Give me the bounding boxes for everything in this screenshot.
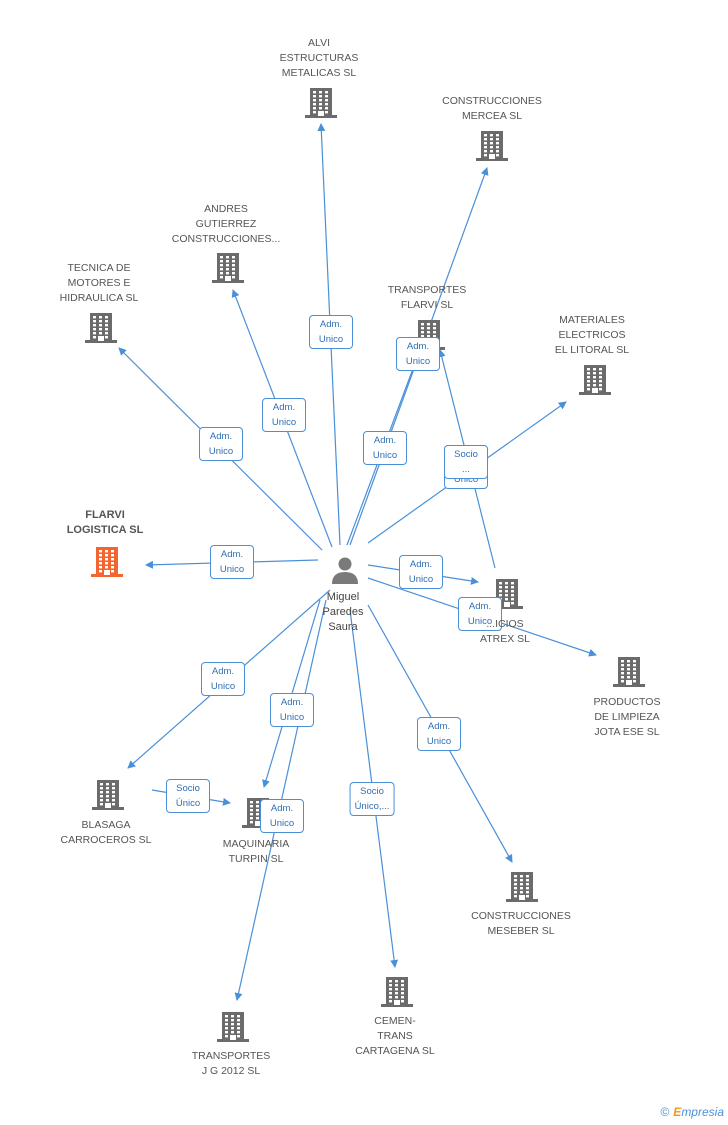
edge-label-mercea[interactable]: Adm. Unico: [396, 337, 440, 371]
copyright-symbol: ©: [660, 1105, 670, 1119]
building-icon[interactable]: [476, 131, 508, 161]
company-label-flarvi_t[interactable]: TRANSPORTES FLARVI SL: [387, 284, 467, 311]
edge-label-blasaga[interactable]: Adm. Unico: [201, 662, 245, 696]
brand-initial: E: [673, 1105, 682, 1119]
company-label-jota[interactable]: PRODUCTOS DE LIMPIEZA JOTA ESE SL: [593, 696, 661, 738]
edge-label-alvi[interactable]: Adm. Unico: [309, 315, 353, 349]
company-label-cementrans[interactable]: CEMEN- TRANS CARTAGENA SL: [355, 1015, 435, 1057]
company-label-tecnica[interactable]: TECNICA DE MOTORES E HIDRAULICA SL: [59, 262, 139, 304]
company-label-mercea[interactable]: CONSTRUCCIONES MERCEA SL: [442, 95, 542, 122]
edge-label-tecnica[interactable]: Adm. Unico: [199, 427, 243, 461]
edge-label-cementrans[interactable]: Socio Único,...: [349, 782, 395, 816]
edge-label-atrex[interactable]: Adm. Unico: [399, 555, 443, 589]
building-icon[interactable]: [212, 253, 244, 283]
company-label-flarvi_l[interactable]: FLARVI LOGISTICA SL: [66, 509, 144, 536]
building-icon[interactable]: [305, 88, 337, 118]
edge-label-meseber[interactable]: Adm. Unico: [417, 717, 461, 751]
company-label-meseber[interactable]: CONSTRUCCIONES MESEBER SL: [471, 910, 571, 937]
building-icon[interactable]: [217, 1012, 249, 1042]
company-label-blasaga[interactable]: BLASAGA CARROCEROS SL: [60, 819, 152, 846]
company-label-materiales[interactable]: MATERIALES ELECTRICOS EL LITORAL SL: [554, 314, 630, 356]
brand-name: mpresia: [681, 1105, 724, 1119]
edge-label-turpin[interactable]: Socio Único: [166, 779, 210, 813]
company-label-alvi[interactable]: ALVI ESTRUCTURAS METALICAS SL: [279, 37, 359, 79]
edge-label-turpin[interactable]: Adm. Unico: [270, 693, 314, 727]
building-icon[interactable]: [506, 872, 538, 902]
edge-label-atrex[interactable]: Socio ...: [444, 445, 488, 479]
edge-label-andres[interactable]: Adm. Unico: [262, 398, 306, 432]
building-icon[interactable]: [381, 977, 413, 1007]
edge-label-jota[interactable]: Adm. Unico: [458, 597, 502, 631]
person-icon[interactable]: [332, 557, 358, 585]
company-label-turpin[interactable]: MAQUINARIA TURPIN SL: [222, 838, 290, 865]
edge-label-flarvi_t[interactable]: Adm. Unico: [363, 431, 407, 465]
company-label-jg[interactable]: TRANSPORTES J G 2012 SL: [191, 1050, 271, 1077]
person-label[interactable]: Miguel Paredes Saura: [322, 591, 364, 633]
brand-footer: ©Empresia: [660, 1105, 724, 1119]
building-icon[interactable]: [85, 313, 117, 343]
building-icon[interactable]: [92, 780, 124, 810]
edge-label-flarvi_l[interactable]: Adm. Unico: [210, 545, 254, 579]
company-label-atrex[interactable]: ...ICIOS ATREX SL: [480, 618, 530, 645]
building-icon[interactable]: [613, 657, 645, 687]
building-icon[interactable]: [91, 547, 123, 577]
building-icon[interactable]: [579, 365, 611, 395]
company-label-andres[interactable]: ANDRES GUTIERREZ CONSTRUCCIONES...: [171, 203, 281, 245]
edge-label-jg[interactable]: Adm. Unico: [260, 799, 304, 833]
